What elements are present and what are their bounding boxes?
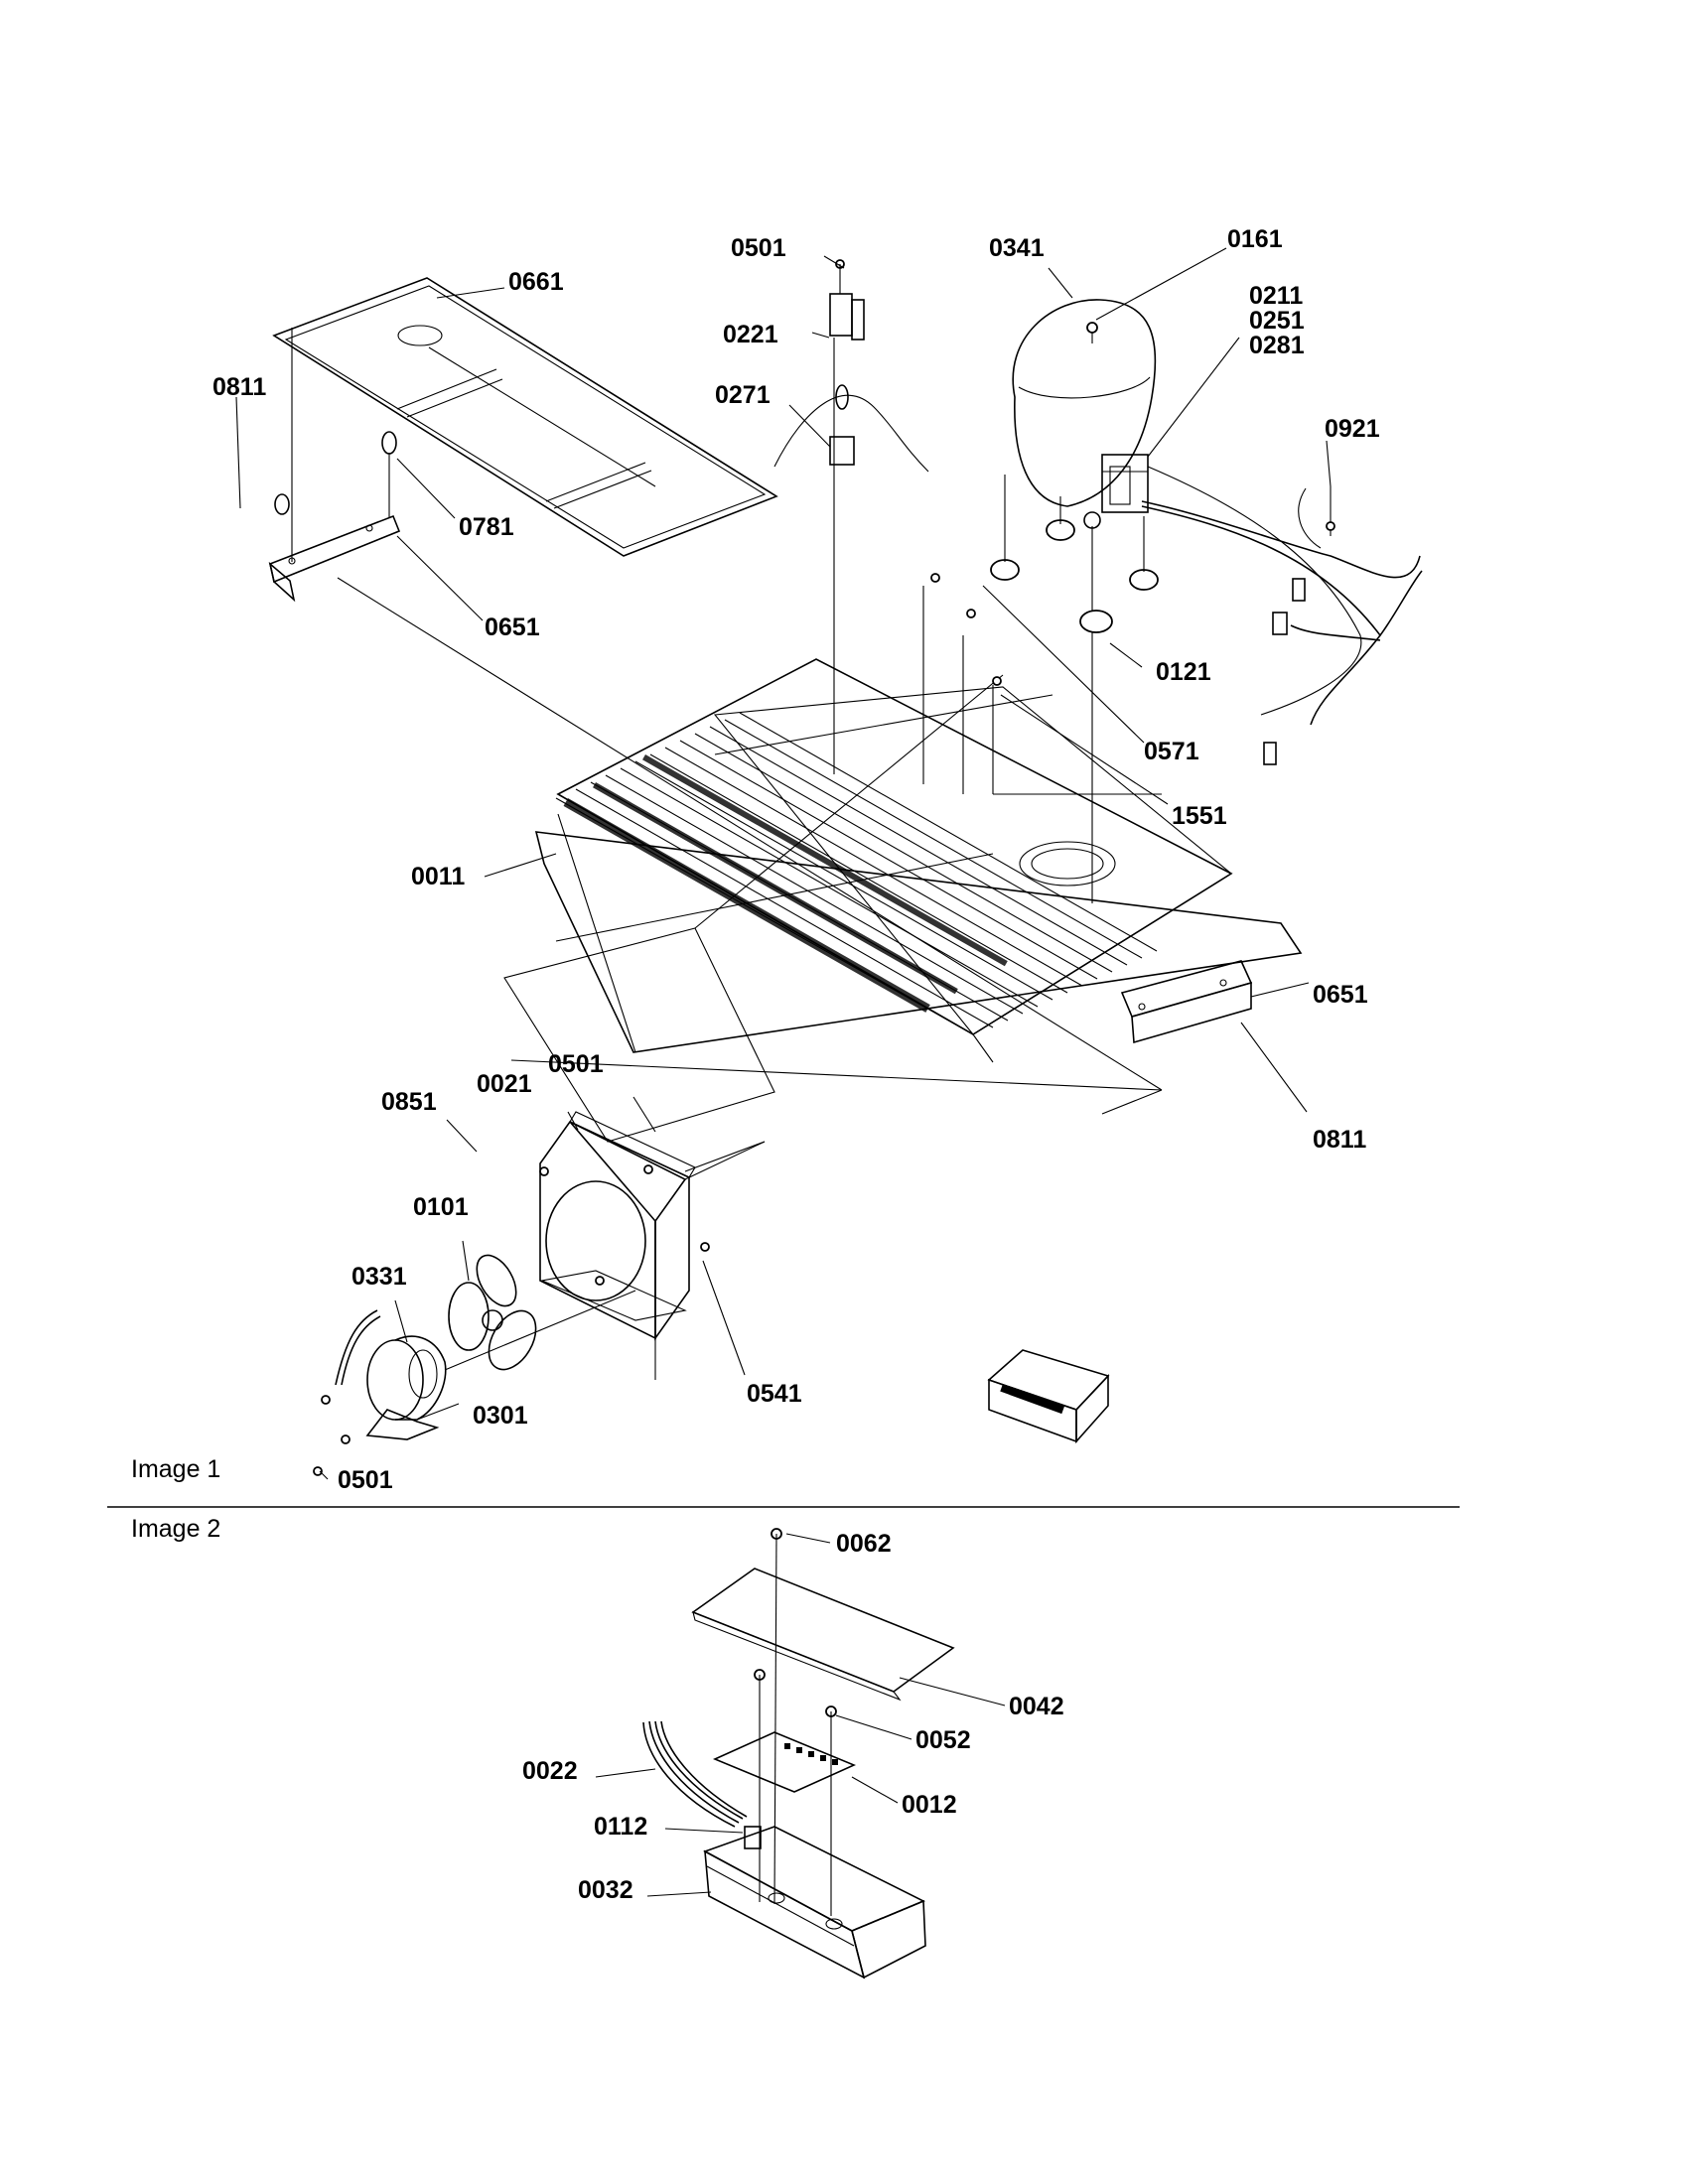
caption-image-2: Image 2 (131, 1515, 220, 1543)
callout-0112: 0112 (594, 1813, 647, 1841)
callout-0022: 0022 (522, 1757, 578, 1785)
cover-panel-part (272, 277, 778, 557)
callout-0021: 0021 (477, 1070, 532, 1098)
fan-blade-part (448, 1254, 537, 1371)
callout-0062: 0062 (836, 1530, 892, 1558)
callout-0571: 0571 (1144, 738, 1199, 765)
callout-0271: 0271 (715, 381, 771, 409)
fan-shroud-part (539, 1111, 766, 1380)
callout-0032: 0032 (578, 1876, 633, 1904)
callout-0651-left: 0651 (485, 614, 540, 641)
callout-0851: 0851 (381, 1088, 437, 1116)
callout-1551: 1551 (1172, 802, 1227, 830)
callout-0211: 0211 (1249, 282, 1303, 310)
callout-0781: 0781 (459, 513, 514, 541)
callout-0811-top: 0811 (212, 373, 266, 401)
condenser-base-part (534, 658, 1303, 1063)
callout-0651-right: 0651 (1313, 981, 1368, 1009)
callout-0042: 0042 (1009, 1693, 1064, 1720)
bracket-left-part (268, 328, 401, 603)
callout-0012: 0012 (902, 1791, 957, 1819)
clip-part (381, 431, 397, 518)
callout-0251: 0251 (1249, 307, 1305, 335)
callout-0101: 0101 (413, 1193, 469, 1221)
callout-0011: 0011 (411, 863, 465, 890)
callout-0301: 0301 (473, 1402, 528, 1430)
callout-0661: 0661 (508, 268, 564, 296)
compressor-part (990, 299, 1159, 633)
fan-motor-part (335, 1290, 636, 1440)
callout-0921: 0921 (1325, 415, 1380, 443)
caption-image-1: Image 1 (131, 1455, 220, 1483)
callout-0281: 0281 (1249, 332, 1305, 359)
callout-0341: 0341 (989, 234, 1045, 262)
control-box-assembly (642, 1528, 955, 1979)
callout-0811-right: 0811 (1313, 1126, 1366, 1154)
bracket-right-part (1120, 960, 1253, 1044)
wire-harness-part (1141, 466, 1423, 765)
relay-part (773, 259, 929, 473)
callout-0331: 0331 (351, 1263, 407, 1291)
callout-0221: 0221 (723, 321, 778, 348)
callout-0121: 0121 (1156, 658, 1211, 686)
callout-0501-top: 0501 (731, 234, 786, 262)
callout-0501-bottom: 0501 (338, 1466, 393, 1494)
callout-0161: 0161 (1227, 225, 1283, 253)
callout-0541: 0541 (747, 1380, 802, 1408)
control-box-part (987, 1349, 1110, 1444)
callout-0052: 0052 (915, 1726, 971, 1754)
callout-0501-mid: 0501 (548, 1050, 604, 1078)
